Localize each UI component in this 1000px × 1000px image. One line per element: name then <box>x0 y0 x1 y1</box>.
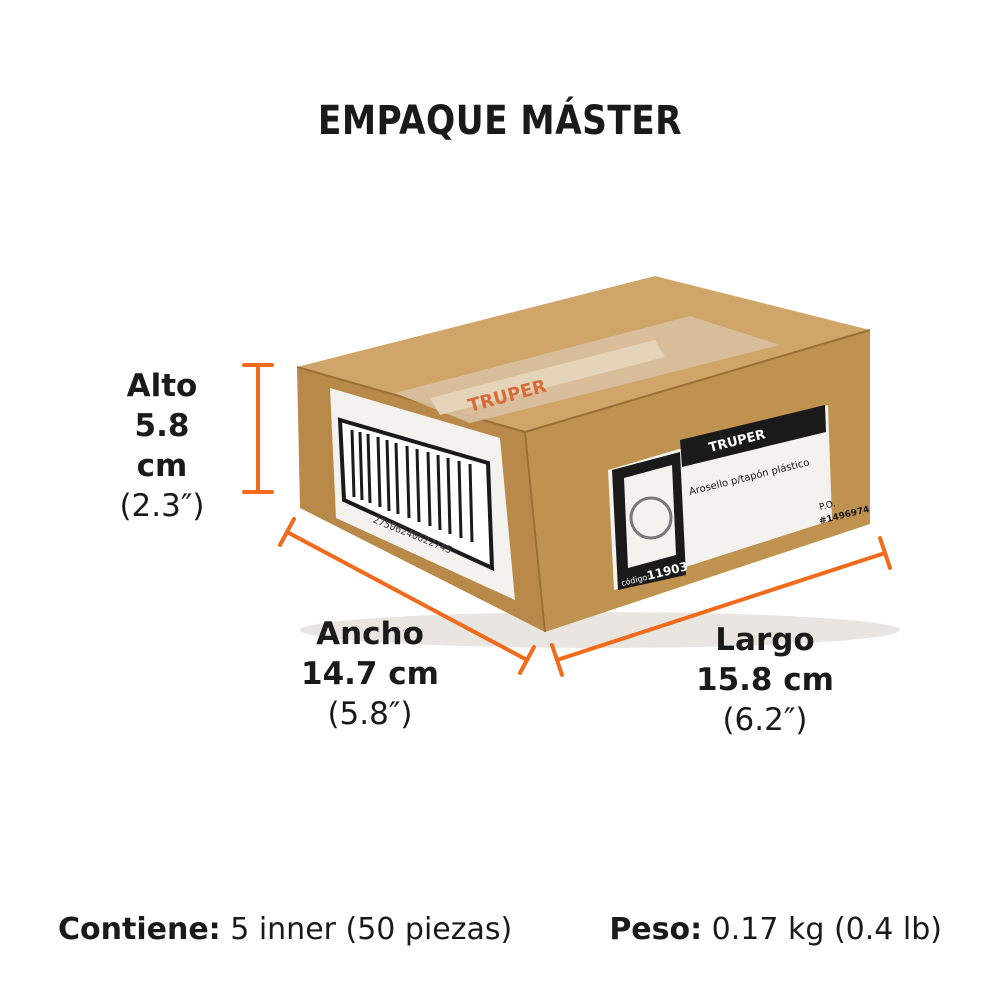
alto-metric: 5.8 cm <box>134 408 190 484</box>
largo-dimension: Largo 15.8 cm (6.2″) <box>695 620 835 740</box>
contiene-value: 5 inner (50 piezas) <box>230 912 513 947</box>
ancho-metric: 14.7 cm <box>301 656 439 692</box>
contiene-info: Contiene: 5 inner (50 piezas) <box>58 912 512 947</box>
largo-dimension-line <box>550 536 892 677</box>
alto-label: Alto <box>126 368 198 404</box>
label-po-title: P.O. <box>818 499 836 513</box>
largo-metric: 15.8 cm <box>696 662 834 698</box>
peso-value: 0.17 kg (0.4 lb) <box>711 912 942 947</box>
peso-key: Peso: <box>609 912 703 947</box>
product-image-area <box>624 465 676 568</box>
ancho-imperial: (5.8″) <box>327 696 413 732</box>
page-title: EMPAQUE MÁSTER <box>317 98 683 144</box>
alto-dimension-line <box>242 363 274 494</box>
ancho-label: Ancho <box>316 616 424 652</box>
ancho-dimension: Ancho 14.7 cm (5.8″) <box>300 614 440 734</box>
largo-imperial: (6.2″) <box>722 702 808 738</box>
largo-label: Largo <box>715 622 815 658</box>
alto-dimension: Alto 5.8 cm (2.3″) <box>112 366 212 526</box>
alto-imperial: (2.3″) <box>119 488 205 524</box>
peso-info: Peso: 0.17 kg (0.4 lb) <box>609 912 942 947</box>
barcode <box>337 417 495 572</box>
o-ring-icon <box>629 496 673 540</box>
ancho-dimension-line <box>278 517 536 675</box>
contiene-key: Contiene: <box>58 912 221 947</box>
